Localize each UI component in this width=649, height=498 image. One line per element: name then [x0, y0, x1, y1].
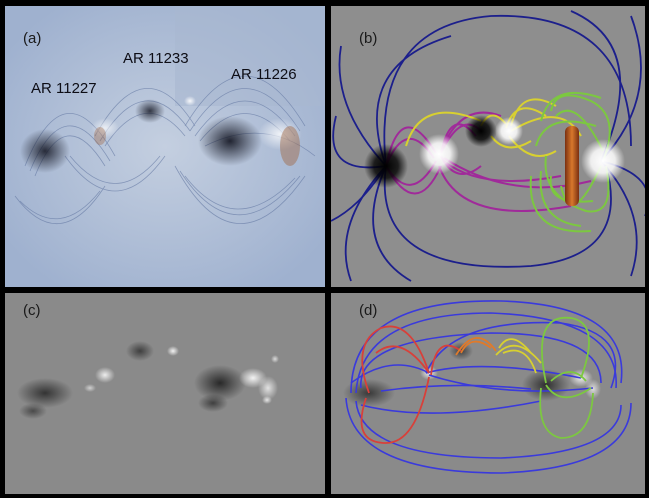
panel-a: (a) AR 11227 AR 11233 AR 11226: [5, 6, 325, 287]
panel-b-label: (b): [359, 30, 378, 47]
panel-d-image: [331, 293, 645, 494]
ar-label-11227: AR 11227: [31, 80, 97, 97]
panel-b: (b): [331, 6, 645, 287]
panel-a-image: [5, 6, 325, 287]
ar-label-11233: AR 11233: [123, 50, 189, 67]
panel-b-image: [331, 6, 645, 287]
filament-icon: [565, 126, 579, 206]
ar-label-11226: AR 11226: [231, 66, 297, 83]
panel-d: (d): [331, 293, 645, 494]
panel-c: (c): [5, 293, 325, 494]
panel-c-label: (c): [23, 302, 41, 319]
panel-c-image: [5, 293, 325, 494]
panel-d-label: (d): [359, 302, 378, 319]
panel-a-label: (a): [23, 30, 42, 47]
